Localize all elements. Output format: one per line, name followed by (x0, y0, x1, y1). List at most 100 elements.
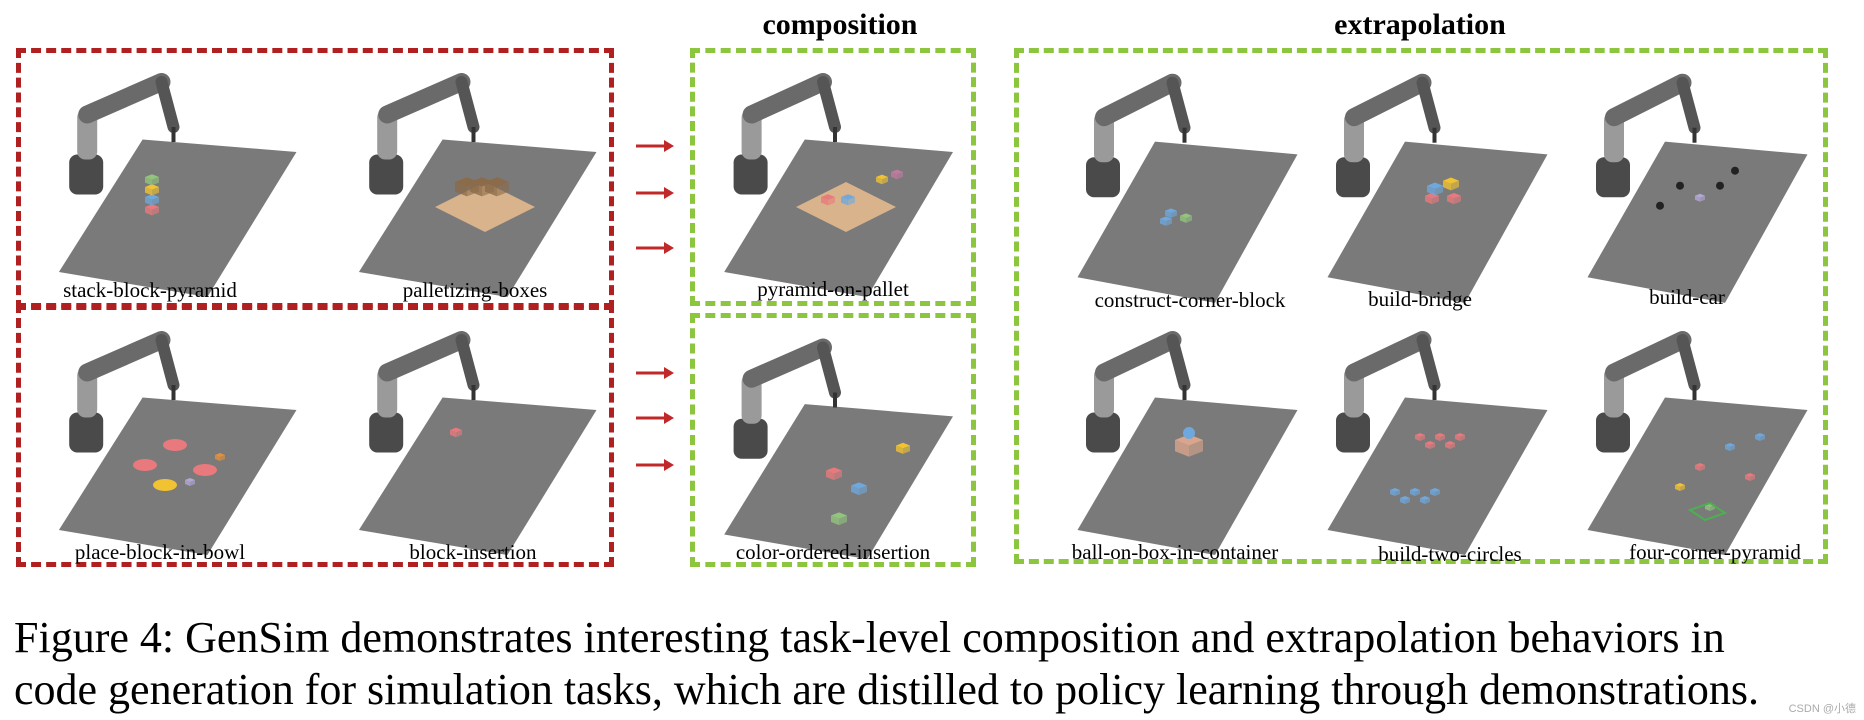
scene-illustration (358, 331, 597, 555)
block-side (1400, 498, 1405, 504)
block-side (152, 197, 159, 206)
panel-build-bridge (1310, 52, 1560, 308)
bowl (193, 464, 217, 476)
robot-arm (1605, 73, 1692, 127)
scene-objects (1160, 208, 1192, 226)
robot-forearm (1166, 334, 1191, 391)
bowl (153, 479, 177, 491)
block-side (1175, 440, 1189, 457)
robot-base (1596, 157, 1630, 198)
block-top (145, 184, 159, 190)
scene-illustration (58, 73, 297, 297)
scene-illustration (724, 338, 953, 560)
block-side (1180, 215, 1186, 223)
panel-place-block-in-bowl (40, 310, 310, 560)
robot-arm (1345, 331, 1432, 382)
scene-objects (1390, 433, 1465, 504)
scene-illustration (1327, 73, 1548, 303)
block-side (1450, 443, 1455, 449)
scene-illustration (1587, 73, 1808, 303)
robot-arm (742, 73, 832, 124)
task-label: pyramid-on-pallet (757, 277, 909, 301)
block-side (190, 480, 195, 486)
block-side (834, 470, 842, 481)
scene-illustration (358, 73, 597, 297)
arrow-icon (636, 140, 674, 152)
block-side (896, 445, 903, 454)
scene-objects (133, 439, 225, 491)
task-label: block-insertion (409, 540, 537, 564)
block-side (1454, 195, 1461, 205)
panel-build-two-circles (1310, 310, 1560, 560)
block-side (1455, 435, 1460, 441)
block-side (891, 172, 897, 180)
robot-arm (1095, 331, 1182, 382)
block-side (145, 197, 152, 206)
block-side (1432, 195, 1439, 205)
wheel (1716, 181, 1724, 190)
scene-illustration (724, 73, 953, 297)
block-side (1443, 180, 1451, 191)
block-side (1451, 180, 1459, 191)
block-side (826, 470, 834, 481)
block-side (1186, 215, 1192, 223)
block-top (1427, 182, 1443, 189)
scene-objects (1656, 166, 1739, 210)
composition-bottom-frame (690, 313, 976, 567)
robot-base (1596, 412, 1630, 453)
block-side (1760, 435, 1765, 441)
block-top (876, 174, 888, 180)
composition-title: composition (762, 8, 918, 41)
block-side (1425, 195, 1432, 205)
arrow-icon (636, 242, 674, 254)
robot-forearm (1416, 334, 1441, 391)
block-top (851, 482, 867, 489)
block-top (1447, 192, 1461, 199)
panel-pyramid-on-pallet (706, 52, 966, 302)
block-side (841, 197, 848, 206)
task-label: four-corner-pyramid (1629, 540, 1801, 564)
robot-base (1086, 157, 1120, 198)
robot-forearm (155, 334, 180, 391)
block-side (145, 177, 152, 186)
block-side (828, 197, 835, 206)
robot-arm (1605, 331, 1692, 382)
block-side (497, 182, 509, 197)
robot-arm (378, 331, 471, 382)
block-side (1171, 210, 1177, 218)
block-side (1755, 435, 1760, 441)
robot-arm (78, 331, 171, 382)
table-surface (1077, 397, 1298, 555)
block-top (821, 194, 835, 200)
arrow-icon (636, 412, 674, 424)
table-surface (724, 404, 953, 560)
robot-arm (378, 73, 471, 124)
scene-illustration (1587, 331, 1808, 555)
figure-caption: Figure 4: GenSim demonstrates interestin… (14, 612, 1854, 716)
bowl (133, 459, 157, 471)
block-side (152, 177, 159, 186)
scene-objects (1175, 427, 1203, 457)
block-side (1705, 505, 1710, 511)
block-side (876, 177, 882, 185)
block-side (1189, 440, 1203, 457)
block-side (1725, 445, 1730, 451)
caption-line-2: code generation for simulation tasks, wh… (14, 665, 1759, 714)
wheel (1656, 201, 1664, 210)
task-label: build-two-circles (1378, 542, 1522, 566)
panel-ball-on-box-in-container (1060, 310, 1310, 560)
arrow-icon (636, 367, 674, 379)
bowl (163, 439, 187, 451)
panel-construct-corner-block (1060, 52, 1310, 308)
block-side (821, 197, 828, 206)
robot-forearm (817, 76, 841, 133)
scene-objects (826, 442, 910, 526)
block-side (145, 187, 152, 196)
block-side (1680, 485, 1685, 491)
block-top (841, 194, 855, 200)
pallet (796, 182, 896, 232)
arrow-icon (636, 187, 674, 199)
block-side (220, 455, 225, 461)
robot-base (1336, 157, 1370, 198)
wheel (1676, 181, 1684, 190)
